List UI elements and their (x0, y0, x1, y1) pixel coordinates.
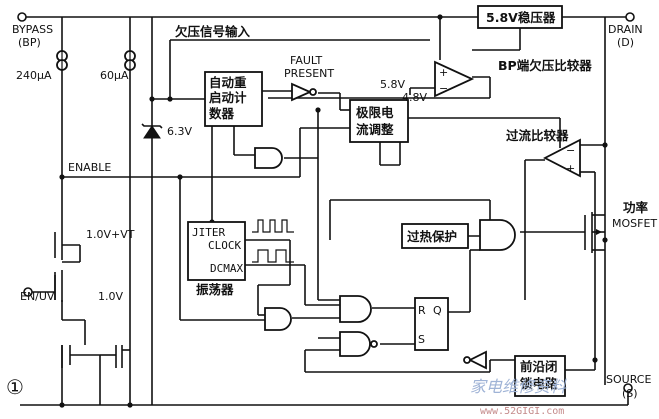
v58-label: 5.8V (380, 78, 405, 91)
v10-threshold-label: 1.0V (98, 290, 123, 303)
fault-label: FAULT (290, 54, 323, 67)
zener-voltage-label: 6.3V (167, 125, 192, 138)
power-label: 功率 (623, 200, 649, 215)
watermark-url: www.52GIGI.com (480, 406, 564, 417)
oscillator-label: 振荡器 (196, 282, 234, 297)
bypass-pin-icon (17, 12, 27, 22)
wiring (20, 16, 630, 406)
v48-label: 4.8V (402, 91, 427, 104)
current-source-240-icon (56, 50, 68, 71)
pulse-waveform-top-icon (252, 219, 294, 233)
latch-s-label: S (418, 333, 425, 346)
power-mosfet-icon (584, 212, 605, 253)
transistor-vt-icon (54, 230, 81, 263)
drain-abbr-label: (D) (617, 36, 634, 49)
and-gate-main-icon (479, 219, 516, 251)
and-gate-reset-icon (339, 295, 372, 323)
auto-restart-block: 自动重 启动计 数器 (204, 71, 263, 127)
uv-signal-input-label: 欠压信号输入 (175, 24, 251, 39)
mosfet-label: MOSFET (612, 217, 657, 230)
fault-buffer-icon (291, 82, 317, 102)
present-label: PRESENT (284, 67, 334, 80)
current-limit-label-1: 极限电 (356, 105, 394, 120)
thermal-label: 过热保护 (407, 229, 457, 244)
regulator-block: 5.8V稳压器 (477, 5, 563, 29)
current-240-label: 240μA (16, 69, 52, 82)
bypass-abbr-label: (BP) (18, 36, 41, 49)
en-uv-pin-icon (23, 287, 33, 297)
source-abbr-label: (S) (622, 387, 638, 400)
drain-pin-icon (625, 12, 635, 22)
current-limit-label-2: 流调整 (356, 122, 394, 137)
overcurrent-comparator-label: 过流比较器 (506, 128, 569, 143)
en-uv-label: EN/UV (20, 290, 55, 303)
auto-restart-label-3: 数器 (208, 106, 235, 121)
source-pin-icon (623, 383, 633, 393)
figure-number: ① (6, 375, 24, 399)
rs-latch-block: R Q S (414, 297, 449, 351)
drain-label: DRAIN (608, 23, 643, 36)
enable-label: ENABLE (68, 161, 111, 174)
dcmax-label: DCMAX (210, 262, 243, 275)
auto-restart-label-2: 启动计 (209, 90, 247, 105)
svg-text:−: − (439, 82, 448, 95)
svg-text:+: + (439, 66, 448, 79)
latch-q-label: Q (433, 304, 442, 317)
bp-uv-comparator-icon: + − (434, 60, 475, 98)
pulse-waveform-bottom-icon (252, 249, 294, 263)
bypass-label: BYPASS (12, 23, 53, 36)
leading-edge-blanking-block: 前沿闭 锁电路 (514, 355, 566, 397)
thermal-protection-block: 过热保护 (401, 223, 469, 249)
and-gate-restart-icon (254, 147, 283, 169)
transistor-mirror-left-icon (61, 345, 100, 368)
jitter-label: JITER (192, 226, 225, 239)
nand-gate-set-icon (339, 331, 378, 357)
leb-label-2: 锁电路 (520, 376, 558, 391)
bp-uv-comparator-label: BP端欠压比较器 (498, 58, 592, 73)
watermark-text: 家电维修资料 (470, 377, 567, 396)
current-60-label: 60μA (100, 69, 129, 82)
leb-label-1: 前沿闭 (520, 359, 558, 374)
regulator-label: 5.8V稳压器 (486, 10, 556, 25)
inverter-leb-icon (463, 350, 487, 370)
source-label: SOURCE (606, 373, 651, 386)
vt-threshold-label: 1.0V+VT (86, 228, 135, 241)
transistor-mirror-right-icon (100, 345, 130, 368)
jitter-clock-block: JITER CLOCK DCMAX (187, 221, 246, 281)
and-gate-dcmax-icon (264, 307, 292, 331)
clock-label: CLOCK (208, 239, 241, 252)
zener-diode-icon (141, 123, 163, 139)
svg-text:+: + (566, 162, 575, 175)
svg-text:−: − (566, 144, 575, 157)
latch-r-label: R (418, 304, 426, 317)
pin-terminals (17, 12, 635, 393)
transistor-en-icon (54, 270, 63, 302)
auto-restart-label-1: 自动重 (209, 75, 247, 90)
current-source-60-icon (124, 50, 136, 71)
current-limit-block: 极限电 流调整 (349, 99, 409, 143)
overcurrent-comparator-icon: − + (543, 138, 581, 178)
